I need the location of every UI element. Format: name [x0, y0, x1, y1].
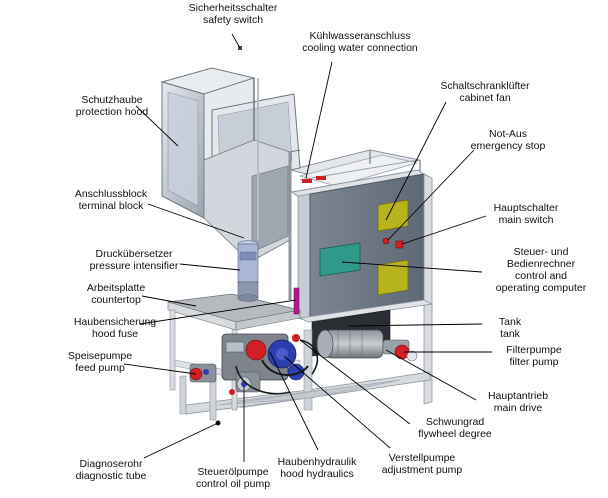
label-terminal-block: Anschlussblock terminal block — [74, 188, 148, 212]
leader-hood-fuse — [139, 299, 297, 325]
leader-main-switch — [401, 215, 487, 245]
leader-pressure-intensifier — [179, 263, 241, 271]
pressure-intensifier — [237, 240, 259, 302]
leader-cabinet-fan — [385, 101, 447, 221]
leader-control-computer — [341, 261, 483, 273]
label-protection-hood: Schutzhaube protection hood — [75, 94, 149, 118]
label-main-switch: Hauptschalter main switch — [493, 202, 559, 226]
hood-fuse — [293, 287, 300, 315]
label-main-drive: Hauptantrieb main drive — [487, 390, 549, 414]
main-drive-motor — [316, 329, 418, 362]
label-countertop: Arbeitsplatte countertop — [86, 282, 146, 306]
leader-main-drive — [385, 349, 477, 401]
label-tank: Tank tank — [498, 316, 522, 340]
label-hood-fuse: Haubensicherung hood fuse — [73, 316, 157, 340]
label-emergency-stop: Not-Aus emergency stop — [470, 128, 546, 152]
leader-countertop — [141, 295, 197, 307]
label-feed-pump: Speisepumpe feed pump — [67, 350, 133, 374]
leader-safety-switch — [231, 33, 241, 49]
label-control-oil-pump: Steuerölpumpe control oil pump — [195, 466, 271, 490]
leader-adjustment-pump — [283, 355, 391, 449]
leader-lines — [123, 33, 492, 462]
label-cooling-water: Kühlwasseranschluss cooling water connec… — [302, 30, 418, 54]
leader-feed-pump — [123, 363, 197, 375]
hydraulics-block — [189, 333, 319, 395]
label-adjustment-pump: Verstellpumpe adjustment pump — [381, 452, 463, 476]
leader-diagnostic-tube — [143, 422, 219, 459]
label-safety-switch: Sicherheitsschalter safety switch — [188, 2, 278, 26]
label-flywheel: Schwungrad flywheel degree — [418, 416, 492, 440]
label-diagnostic-tube: Diagnoserohr diagnostic tube — [75, 458, 147, 482]
leader-cooling-water — [305, 61, 333, 179]
leader-flywheel — [299, 339, 411, 425]
leader-terminal-block — [147, 203, 245, 239]
leader-protection-hood — [135, 105, 179, 147]
leader-tank — [347, 323, 483, 327]
label-filter-pump: Filterpumpe filter pump — [506, 344, 562, 368]
label-cabinet-fan: Schaltschranklüfter cabinet fan — [440, 80, 530, 104]
label-pressure-intensifier: Druckübersetzer pressure intensifier — [89, 248, 179, 272]
leader-hood-hydraulics — [269, 351, 319, 451]
label-control-computer: Steuer- und Bedienrechner control and op… — [495, 246, 587, 294]
leader-emergency-stop — [387, 149, 475, 241]
label-hood-hydraulics: Haubenhydraulik hood hydraulics — [277, 456, 357, 480]
